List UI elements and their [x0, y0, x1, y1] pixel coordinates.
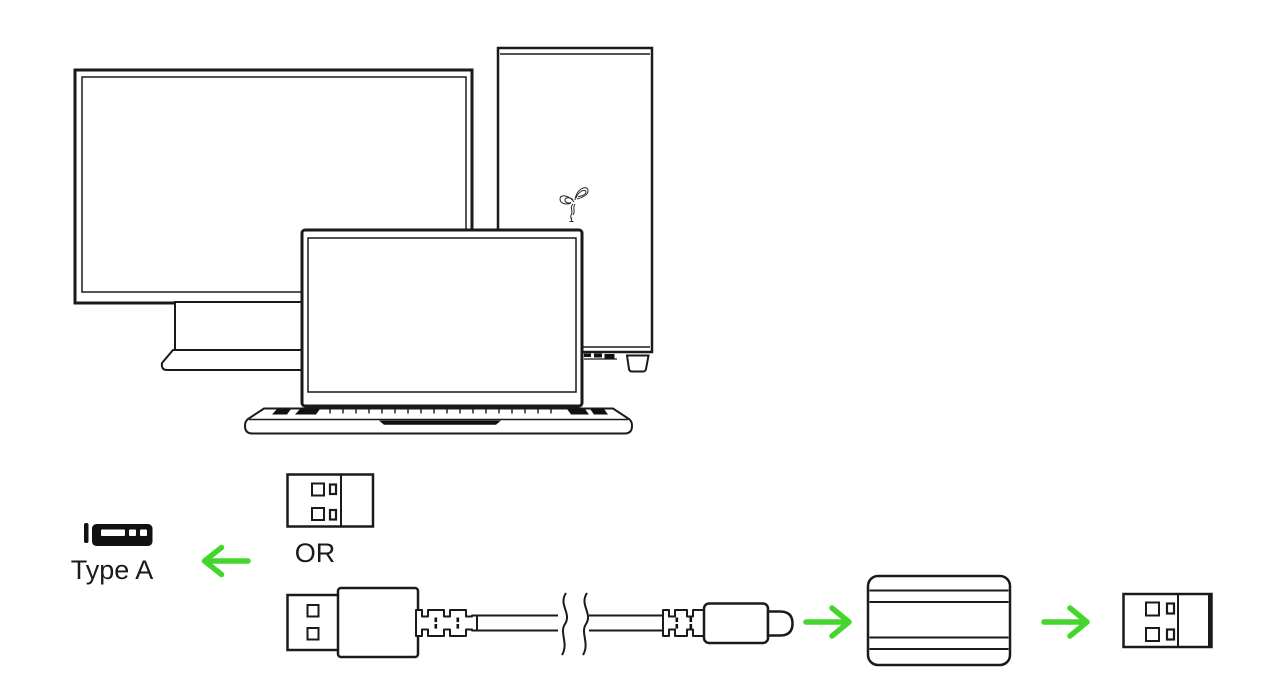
usb-adapter-illustration [866, 574, 1012, 667]
laptop-trackpad-notch [379, 420, 501, 425]
laptop-hinges [272, 409, 608, 415]
razer-logo-icon [559, 187, 589, 222]
usb-type-a-connector-icon [286, 473, 375, 528]
cable-usb-c-plug [702, 602, 770, 645]
monitor-stand-neck [174, 301, 313, 351]
usb-type-a-port-icon [84, 523, 153, 546]
usb-cable-illustration [286, 586, 794, 659]
cable-break-symbol [561, 592, 589, 656]
tower-foot [625, 354, 650, 373]
tower-bottom-vents [584, 353, 615, 359]
arrow-left-icon [201, 544, 251, 578]
type-a-label: Type A [70, 555, 154, 585]
laptop-illustration [244, 228, 633, 435]
arrow-right-icon-2 [1041, 605, 1090, 639]
monitor-stand-base [160, 349, 313, 371]
monitor-illustration [73, 68, 474, 371]
usb-type-a-connector-icon-2 [1122, 592, 1213, 649]
cable-usb-a-plug [286, 593, 340, 652]
laptop-key-row [329, 409, 552, 414]
arrow-right-icon-1 [803, 605, 852, 639]
or-label: OR [294, 538, 336, 568]
